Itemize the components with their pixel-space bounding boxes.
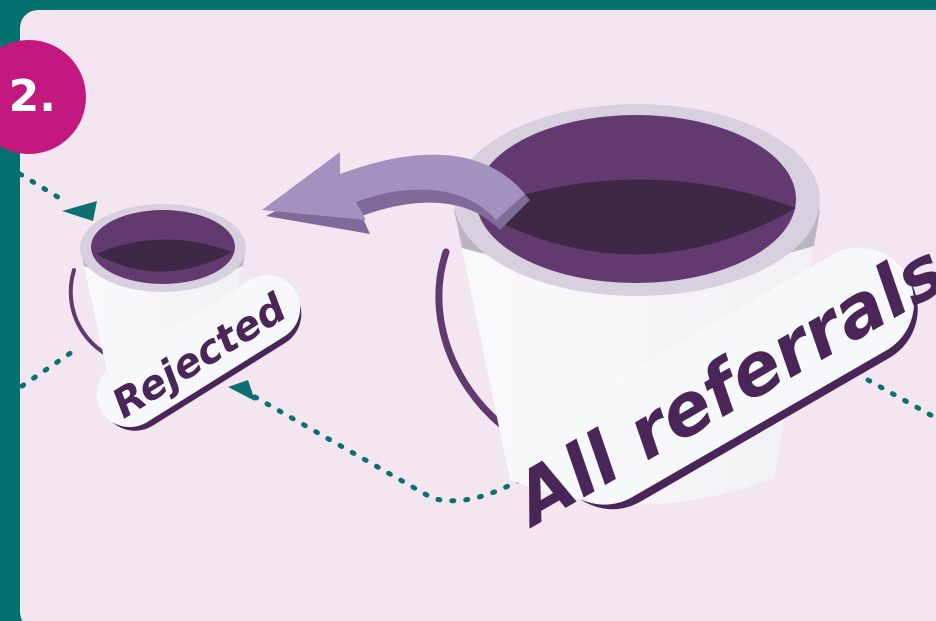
- step-number-text: 2.: [8, 71, 56, 122]
- source-bucket-liquid: [476, 179, 796, 255]
- source-bucket: [435, 104, 820, 505]
- target-bucket-liquid: [96, 239, 232, 272]
- left-dotted-path: [19, 349, 75, 389]
- incoming-dotted-path: [17, 171, 69, 205]
- return-dotted-path: [245, 390, 523, 504]
- incoming-arrowhead-icon: [62, 201, 97, 221]
- curved-arrow-icon: [262, 152, 530, 234]
- right-dotted-path: [865, 377, 936, 421]
- flow-path-dotted: [17, 171, 936, 504]
- return-arrowhead-icon: [228, 380, 255, 401]
